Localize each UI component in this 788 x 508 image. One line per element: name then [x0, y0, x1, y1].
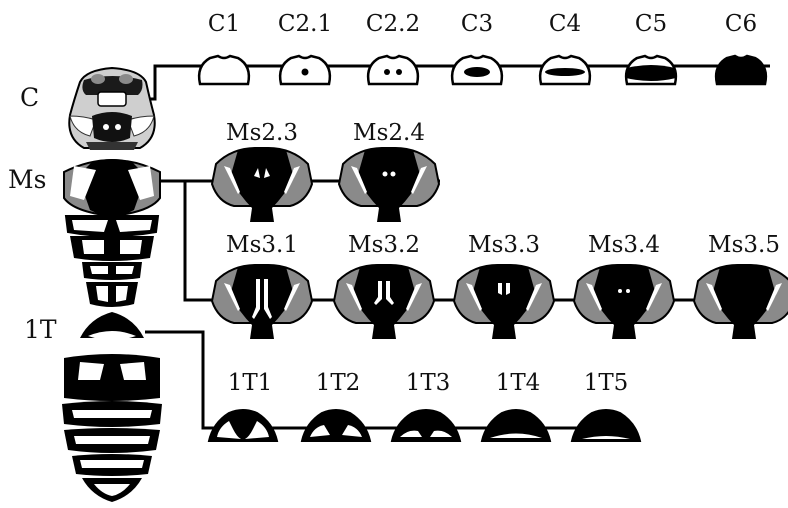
ms3-3-shape [453, 263, 555, 340]
t-connector [145, 330, 635, 430]
c-morph-labels: C1 C2.1 C2.2 C3 C4 C5 C6 [208, 11, 757, 37]
c3-shape [450, 54, 504, 86]
head-region [68, 66, 156, 150]
morph-label: Ms2.3 [226, 120, 298, 146]
t-morph-labels: 1T1 1T2 1T3 1T4 1T5 [228, 370, 629, 396]
morph-label: Ms3.1 [226, 232, 298, 258]
c1-shape [197, 54, 251, 86]
morph-label: Ms3.3 [468, 232, 540, 258]
morph-label: 1T3 [406, 370, 451, 396]
morph-label: C4 [549, 11, 581, 37]
morph-label: Ms3.5 [708, 232, 780, 258]
ms3-4-shape [573, 263, 675, 340]
body-figure [62, 66, 162, 502]
ms3-morph-labels: Ms3.1 Ms3.2 Ms3.3 Ms3.4 Ms3.5 [226, 232, 780, 258]
t-region-label: 1T [24, 315, 57, 344]
ms3-1-shape [211, 263, 313, 340]
connector-lines [118, 64, 785, 430]
c5-shape [624, 54, 678, 86]
c6-shape [714, 54, 768, 86]
ms-region-label: Ms [8, 165, 46, 194]
ms3-2-shape [333, 263, 435, 340]
c-region-label: C [20, 83, 39, 112]
c4-shape [538, 54, 592, 86]
ms2-4-shape [338, 146, 440, 223]
t1-shape [208, 409, 278, 442]
morph-label: 1T2 [316, 370, 361, 396]
morph-label: C2.2 [366, 11, 420, 37]
c2-1-shape [278, 54, 332, 86]
t4-shape [481, 409, 551, 442]
morph-label: Ms3.2 [348, 232, 420, 258]
morph-label: C1 [208, 11, 240, 37]
c2-2-shape [366, 54, 420, 86]
ms3-5-shape [693, 263, 788, 340]
ms2-morph-shapes [211, 146, 440, 223]
morph-label: C5 [635, 11, 667, 37]
t5-shape [571, 409, 641, 442]
morph-label: C6 [725, 11, 757, 37]
t3-shape [391, 409, 461, 442]
morph-label: Ms2.4 [353, 120, 425, 146]
abdomen-region [62, 312, 162, 502]
ms2-morph-labels: Ms2.3 Ms2.4 [226, 120, 425, 146]
t2-shape [301, 409, 371, 442]
morph-label: 1T1 [228, 370, 273, 396]
mesonotum-region [63, 158, 161, 307]
morph-label: 1T5 [584, 370, 629, 396]
ms2-3-shape [211, 146, 313, 223]
t-morph-shapes [208, 409, 641, 442]
c-morph-shapes [197, 54, 768, 86]
morph-label: C3 [461, 11, 493, 37]
morph-label: C2.1 [278, 11, 332, 37]
morph-label: Ms3.4 [588, 232, 660, 258]
ms3-morph-shapes [211, 263, 788, 340]
morph-label: 1T4 [496, 370, 541, 396]
